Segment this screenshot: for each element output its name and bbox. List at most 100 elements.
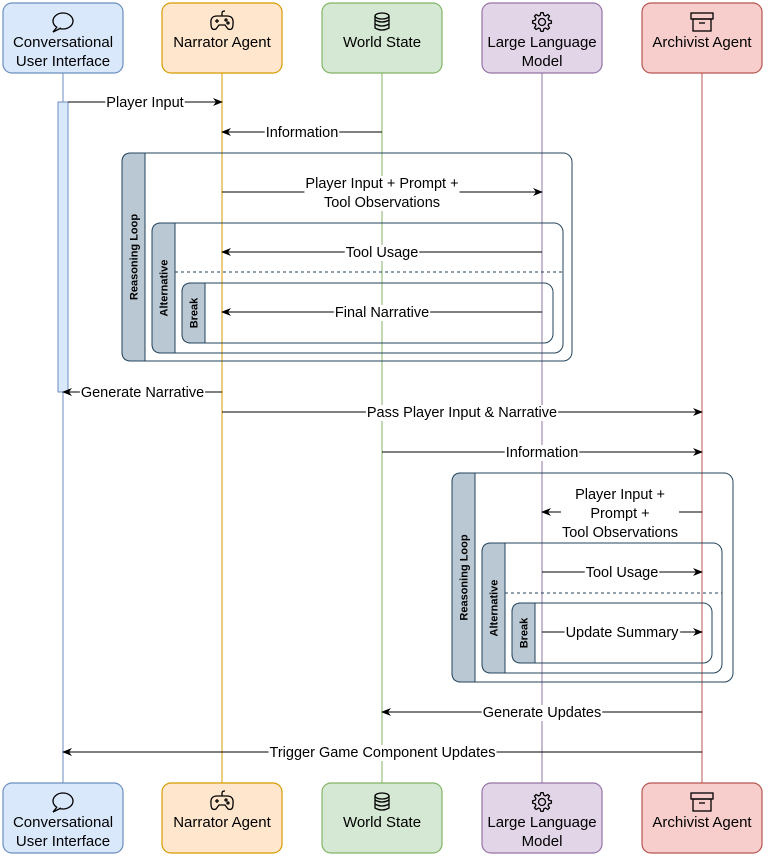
message-5: Generate Narrative — [62, 385, 222, 401]
actor-label: Archivist Agent — [652, 34, 752, 51]
message-label: Update Summary — [566, 625, 680, 641]
message-label: Player Input + Prompt + — [305, 176, 458, 192]
actor-box — [641, 782, 763, 854]
message-label: Tool Usage — [346, 245, 419, 261]
message-label-bg — [105, 95, 185, 111]
frame-label: Reasoning Loop — [129, 214, 141, 300]
message-10: Update Summary — [542, 625, 703, 641]
frame-reasoning-loop: Reasoning Loop — [451, 472, 734, 683]
archive-box-icon — [690, 12, 714, 32]
database-icon — [374, 12, 390, 31]
actor-narrator-bottom: Narrator Agent — [161, 782, 283, 854]
frame-reasoning-loop: Reasoning Loop — [121, 152, 573, 362]
frame-tab — [151, 222, 176, 354]
actor-label: User Interface — [16, 833, 110, 850]
frame-break: Break — [511, 602, 713, 664]
message-11: Generate Updates — [381, 705, 702, 721]
message-label: Tool Usage — [586, 565, 659, 581]
actor-label: Narrator Agent — [173, 34, 271, 51]
actor-label: Conversational — [13, 34, 113, 51]
actor-box — [481, 782, 603, 854]
actor-box — [321, 782, 443, 854]
frame-tab — [121, 152, 146, 362]
frame-tab — [511, 602, 536, 664]
actor-archivist-top: Archivist Agent — [641, 2, 763, 74]
chat-bubble-icon — [52, 792, 74, 813]
actor-label: Large Language — [487, 814, 596, 831]
actor-label: Model — [522, 53, 563, 70]
gear-icon — [531, 11, 553, 33]
message-label: Information — [506, 445, 579, 461]
actor-label: Model — [522, 833, 563, 850]
message-label: Tool Observations — [562, 525, 678, 541]
frame-label: Reasoning Loop — [459, 534, 471, 620]
frame-tab — [481, 542, 506, 674]
message-3: Tool Usage — [221, 245, 542, 261]
message-2: Player Input + Prompt + Tool Observations — [222, 176, 543, 211]
archive-box-icon — [690, 792, 714, 812]
actor-box — [2, 2, 124, 74]
message-7: Information — [382, 445, 703, 461]
actor-label: User Interface — [16, 53, 110, 70]
message-1: Information — [221, 125, 382, 141]
message-9: Tool Usage — [542, 565, 703, 581]
message-12: Trigger Game Component Updates — [62, 745, 702, 761]
frame-alternative: Alternative — [481, 542, 723, 674]
actor-box — [321, 2, 443, 74]
message-label-bg — [264, 125, 340, 141]
actor-archivist-bottom: Archivist Agent — [641, 782, 763, 854]
chat-bubble-icon — [52, 12, 74, 33]
frame-tab — [451, 472, 476, 683]
frame-label: Alternative — [489, 580, 501, 637]
message-label: Final Narrative — [335, 305, 429, 321]
message-label-bg — [79, 385, 206, 401]
message-label-bg — [504, 445, 580, 461]
message-label-bg — [333, 305, 431, 321]
actor-label: World State — [343, 814, 421, 831]
message-label: Prompt + — [590, 506, 649, 522]
actor-box — [161, 2, 283, 74]
activation-bars — [57, 101, 69, 393]
database-icon — [374, 792, 390, 811]
gear-icon — [531, 791, 553, 813]
message-8: Player Input + Prompt + Tool Observations — [541, 487, 702, 541]
actor-label: Archivist Agent — [652, 814, 752, 831]
message-6: Pass Player Input & Narrative — [222, 405, 703, 421]
actor-world-bottom: World State — [321, 782, 443, 854]
message-label: Trigger Game Component Updates — [270, 745, 496, 761]
gamepad-icon — [210, 790, 234, 811]
actor-box — [641, 2, 763, 74]
message-label: Information — [266, 125, 339, 141]
actor-label: World State — [343, 34, 421, 51]
message-label: Player Input + — [575, 487, 665, 503]
frame-label: Alternative — [159, 260, 171, 317]
actor-label: Conversational — [13, 814, 113, 831]
actor-box — [2, 782, 124, 854]
message-label-bg — [481, 705, 603, 721]
frame-label: Break — [189, 297, 201, 328]
message-label-bg — [365, 405, 559, 421]
message-label-bg — [304, 176, 460, 211]
message-label: Tool Observations — [324, 195, 440, 211]
message-label: Pass Player Input & Narrative — [367, 405, 557, 421]
message-0: Player Input — [68, 95, 223, 111]
message-label-bg — [268, 745, 497, 761]
actor-narrator-top: Narrator Agent — [161, 2, 283, 74]
actor-label: Narrator Agent — [173, 814, 271, 831]
gamepad-icon — [210, 10, 234, 31]
activation-bar-ui — [57, 101, 69, 393]
frame-label: Break — [519, 617, 531, 648]
message-label-bg — [584, 565, 660, 581]
message-label: Generate Updates — [483, 705, 602, 721]
actor-label: Large Language — [487, 34, 596, 51]
message-label-bg — [560, 487, 680, 541]
